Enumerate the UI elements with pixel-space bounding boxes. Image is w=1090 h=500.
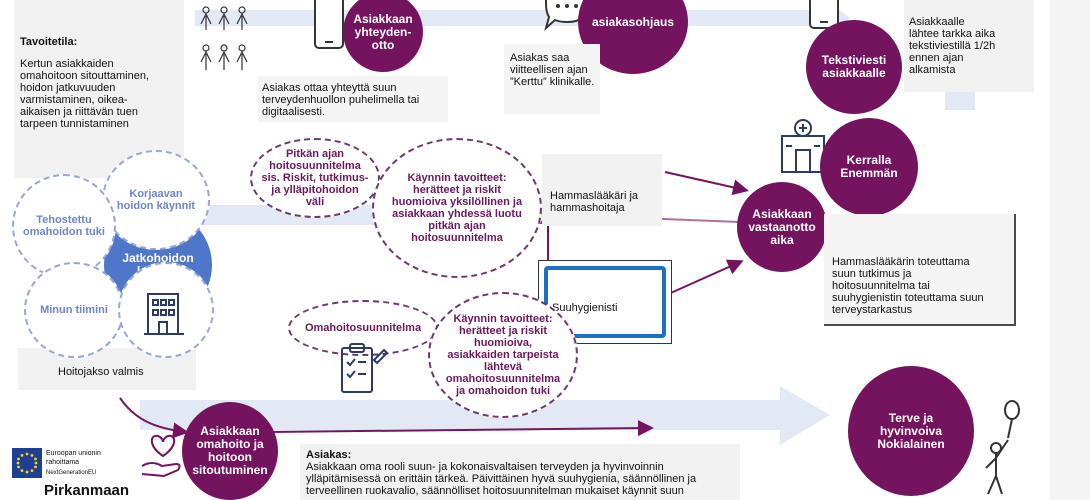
phone-icon xyxy=(314,0,344,49)
people-group-icon xyxy=(200,6,248,70)
commitment-heading: Asiakas: xyxy=(306,449,352,461)
chat-bubble-icon xyxy=(544,0,590,31)
hygienist-label: Suuhygienisti xyxy=(552,302,618,314)
kerralla-enemman-circle: Kerralla Enemmän xyxy=(820,118,918,216)
contact-desc-box xyxy=(258,76,448,122)
commitment-text: Asiakkaan oma rooli suun- ja kokonaisval… xyxy=(306,461,697,497)
sms-circle: Tekstiviesti asiakkaalle xyxy=(806,20,902,114)
dentist-box xyxy=(542,154,662,226)
commitment-circle: Asiakkaan omahoito ja hoitoon sitoutumin… xyxy=(182,402,278,500)
arrow-done-to-commitment xyxy=(119,397,189,439)
sms-desc-box xyxy=(904,0,1034,92)
long-term-plan-oval: Pitkän ajan hoitosuunnitelma sis. Riskit… xyxy=(250,138,380,218)
office-building-icon xyxy=(144,293,184,335)
sms-desc: Asiakkaalle lähtee tarkka aika tekstivie… xyxy=(909,16,996,76)
guidance-desc-box xyxy=(504,44,600,114)
appointment-desc-box xyxy=(824,214,1016,326)
contact-circle: Asiakkaan yhteyden- otto xyxy=(343,0,423,72)
guidance-desc: Asiakas saa viitteellisen ajan ”Kerttu” … xyxy=(510,52,595,88)
eu-funding-line3: NextGenerationEU xyxy=(46,470,97,476)
corrective-care-oval: Korjaavan hoidon käynnit xyxy=(102,150,210,250)
pirkanmaa-logo-text: Pirkanmaan xyxy=(44,482,130,499)
visit-goals-oval-1: Käynnin tavoitteet: herätteet ja riskit … xyxy=(372,138,542,278)
mobile-phone-icon xyxy=(809,0,839,29)
dentist-label: Hammaslääkäri ja hammashoitaja xyxy=(550,190,639,214)
top-flow-band xyxy=(195,2,850,34)
my-team-oval: Minun tiimini xyxy=(24,262,124,358)
right-panel-strip xyxy=(1050,0,1090,500)
healthy-citizen-circle: Terve ja hyvinvoiva Nokialainen xyxy=(848,366,974,496)
eu-flag-icon xyxy=(12,448,42,478)
arrow-dentist-to-appointment xyxy=(664,171,749,196)
appointment-circle: Asiakkaan vastaanotto aika xyxy=(737,182,827,272)
person-with-balloon-icon xyxy=(985,400,1020,495)
goal-box xyxy=(14,0,184,178)
visit-goals-oval-2: Käynnin tavoitteet: herätteet ja riskit … xyxy=(428,292,578,418)
done-label: Hoitojakso valmis xyxy=(58,366,144,378)
eu-funding-line1: Euroopan unionin xyxy=(46,450,101,457)
contact-desc: Asiakas ottaa yhteyttä suun terveydenhuo… xyxy=(262,82,420,118)
arrow-commitment-forward xyxy=(267,420,654,437)
goal-text: Kertun asiakkaiden omahoitoon sitouttami… xyxy=(20,58,150,130)
selfcare-plan-oval: Omahoitosuunnitelma xyxy=(288,300,438,356)
eu-funding-line2: rahoittama xyxy=(46,459,80,466)
followup-blank-oval xyxy=(118,262,214,358)
clipboard-checklist-icon xyxy=(341,343,388,393)
heart-hand-icon xyxy=(141,434,181,478)
commitment-desc-box xyxy=(300,444,740,500)
appointment-desc: Hammaslääkärin toteuttama suun tutkimus … xyxy=(832,256,984,316)
goal-heading: Tavoitetila: xyxy=(20,36,78,48)
